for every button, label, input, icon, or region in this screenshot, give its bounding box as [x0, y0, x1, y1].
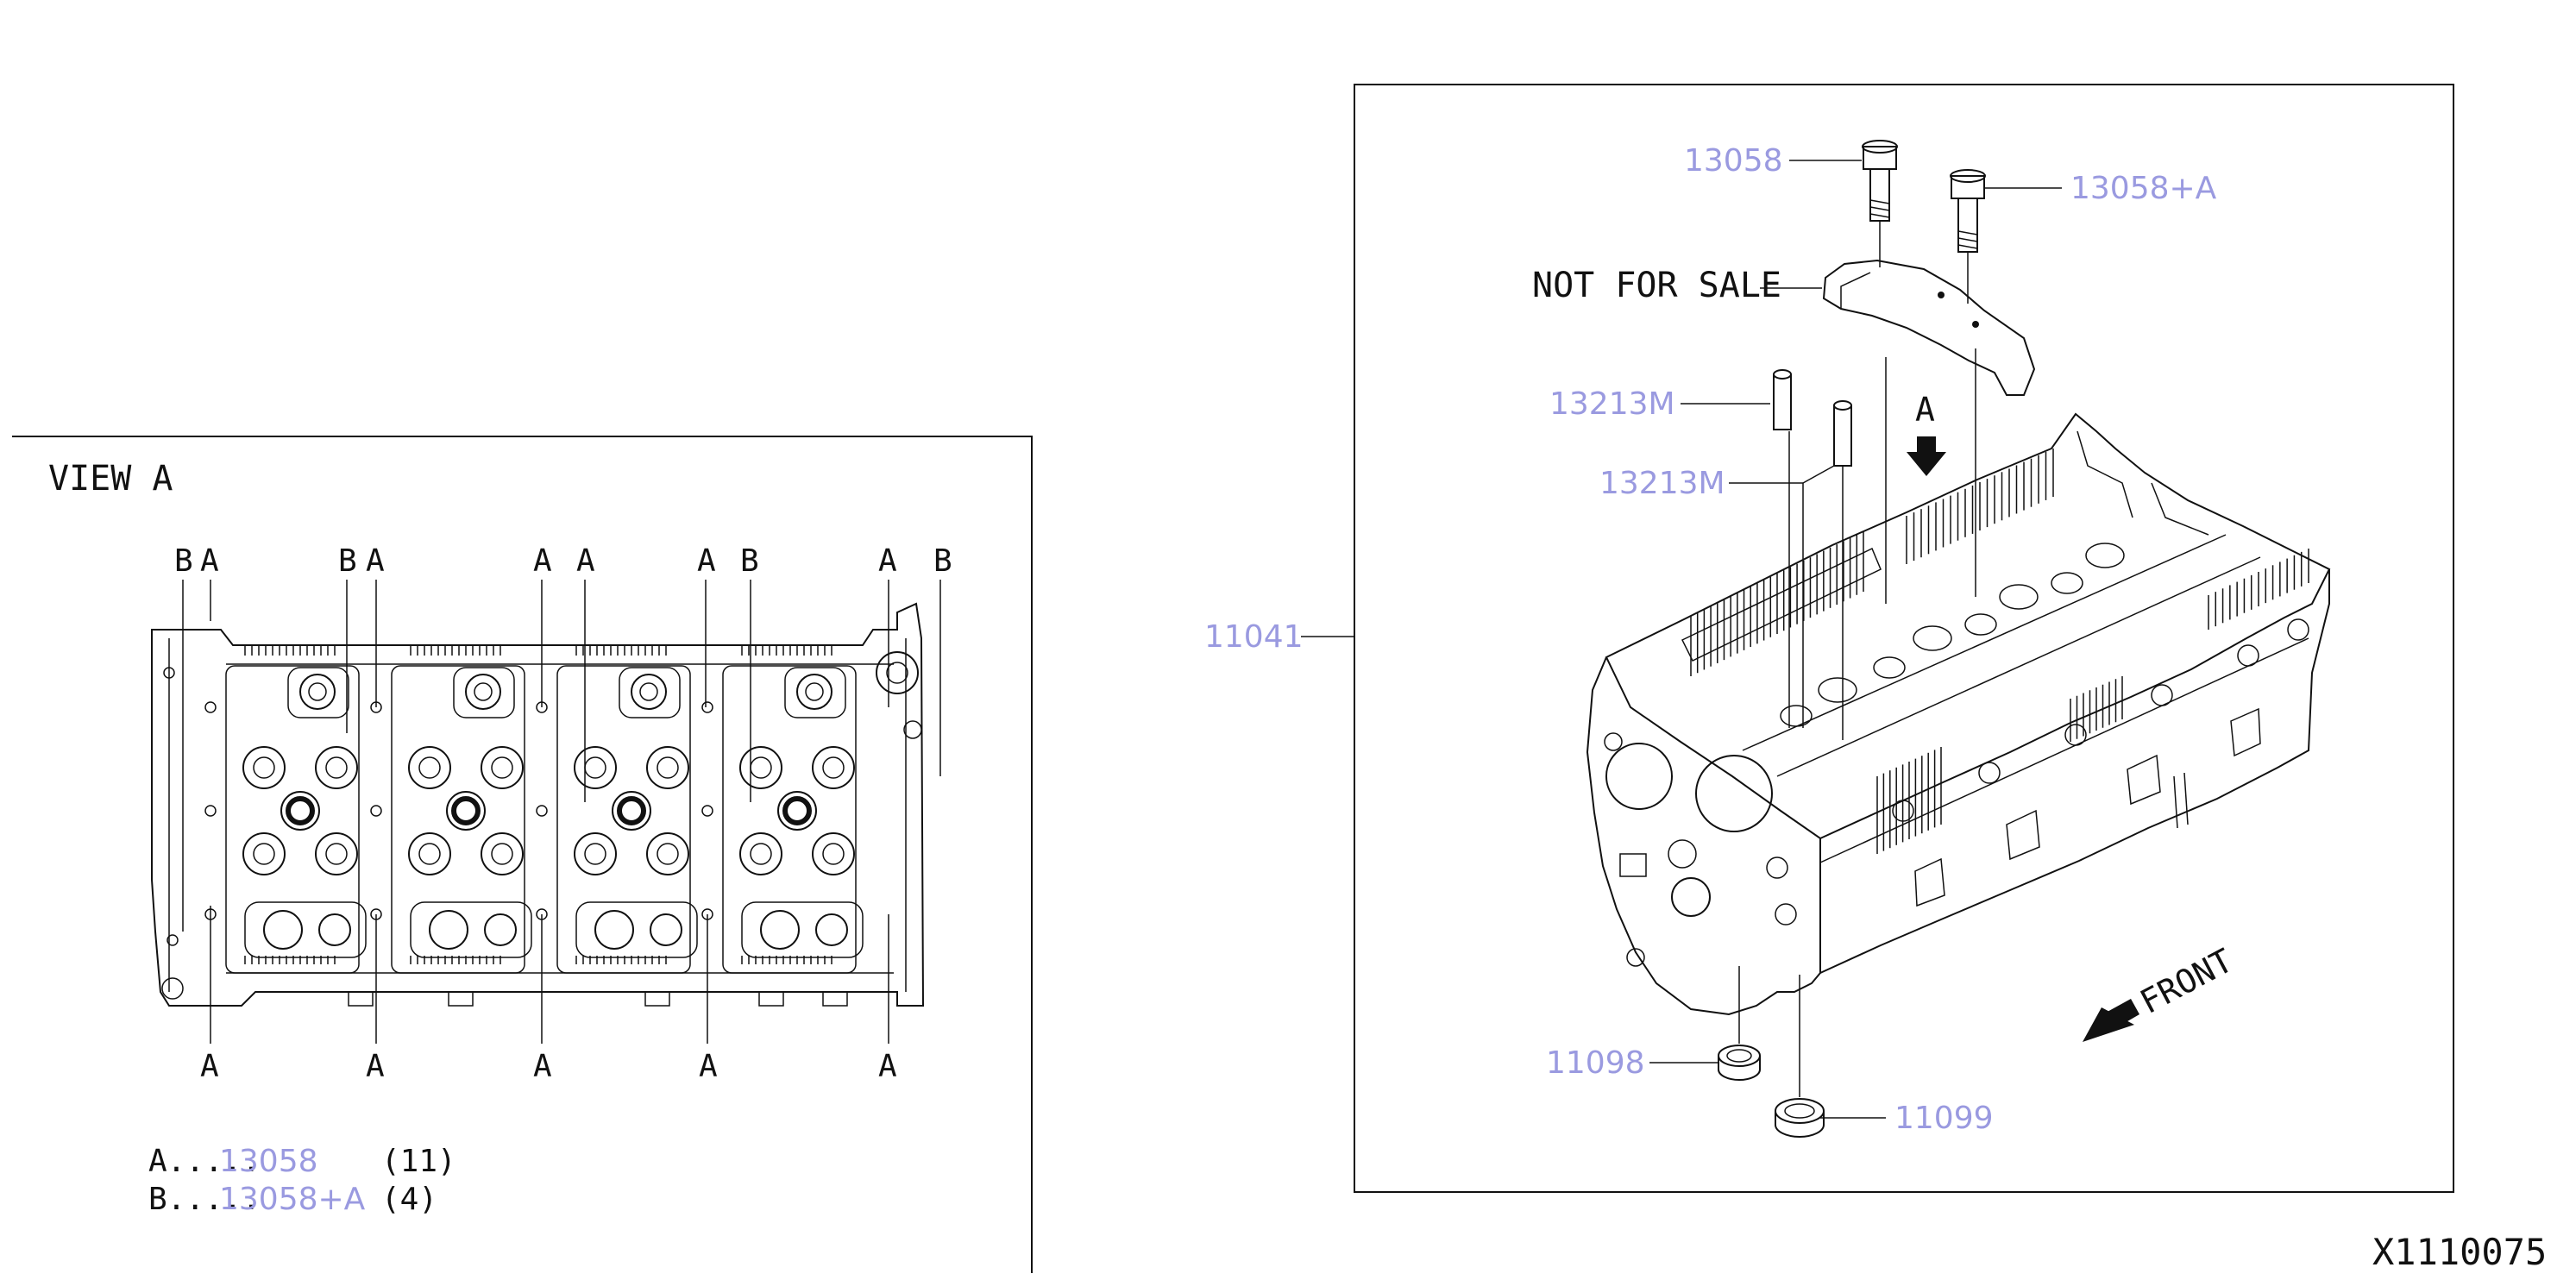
- bolt-13058-a: 13058+A: [1950, 169, 2217, 253]
- bolt-13058: 13058: [1684, 140, 1898, 222]
- view-a-bottom-labels: A A A A A: [200, 1049, 897, 1084]
- top-label-6: A: [576, 543, 595, 579]
- callout-11098: 11098: [1546, 1045, 1645, 1081]
- cylinder-cell-1: [204, 645, 367, 974]
- view-a-frame: [12, 436, 1033, 1273]
- bottom-label-1: A: [200, 1049, 219, 1084]
- top-label-10: B: [933, 543, 952, 579]
- view-a-title: VIEW A: [48, 459, 173, 499]
- top-label-5: A: [533, 543, 552, 579]
- callout-13213m-upper: 13213M: [1549, 386, 1675, 422]
- view-a-panel: VIEW A B A B A A A A B A B: [12, 436, 1033, 1273]
- seal-11098: 11098: [1546, 966, 1761, 1081]
- cylinder-cells: [204, 645, 922, 974]
- callout-13058-a: 13058+A: [2070, 171, 2217, 206]
- callout-11041: 11041: [1204, 619, 1304, 655]
- front-arrow-icon: [2083, 999, 2139, 1042]
- view-a-legend: A..... 13058 (11) B..... 13058+A (4): [148, 1144, 456, 1217]
- seal-11099: 11099: [1775, 975, 1994, 1138]
- legend-key-b: B.....: [148, 1182, 261, 1217]
- top-label-7: A: [697, 543, 716, 579]
- bracket: NOT FOR SALE: [1532, 259, 2036, 396]
- assembly-panel: 11041 13058 13058+A NOT FOR SALE: [1204, 84, 2454, 1193]
- pin-13213m-lower: 13213M: [1599, 400, 1852, 501]
- legend-qty-b: (4): [381, 1182, 437, 1217]
- arrow-label-a: A: [1915, 391, 1935, 429]
- pin-13213m-upper: 13213M: [1549, 369, 1792, 430]
- callout-13213m-lower: 13213M: [1599, 466, 1725, 501]
- cylinder-cell-3: [536, 645, 698, 974]
- legend-qty-a: (11): [381, 1144, 456, 1179]
- bottom-label-4: A: [699, 1049, 718, 1084]
- down-arrow-icon: [1907, 436, 1946, 476]
- legend-part-a: 13058: [219, 1144, 318, 1179]
- top-label-1: B: [174, 543, 193, 579]
- assembly-frame: [1354, 84, 2454, 1193]
- front-label: FRONT: [2134, 941, 2240, 1021]
- figure-id: X1110075: [2372, 1231, 2547, 1273]
- callout-13058: 13058: [1684, 143, 1783, 179]
- view-a-bottom-leaders: [210, 906, 889, 1044]
- bottom-label-3: A: [533, 1049, 552, 1084]
- top-label-9: A: [878, 543, 897, 579]
- not-for-sale-label: NOT FOR SALE: [1532, 266, 1781, 305]
- bolt-leaders: [1879, 221, 1969, 304]
- bottom-label-5: A: [878, 1049, 897, 1084]
- view-a-top-labels: B A B A A A A B A B: [174, 543, 952, 579]
- legend-part-b: 13058+A: [219, 1182, 366, 1217]
- top-label-3: B: [338, 543, 357, 579]
- bottom-label-2: A: [366, 1049, 385, 1084]
- head-hatching: [1690, 449, 2309, 854]
- assembly-leaders: [1788, 348, 1976, 740]
- view-a-arrow: A: [1907, 391, 1946, 476]
- head-isometric: [1586, 412, 2331, 1016]
- cylinder-cell-2: [370, 645, 532, 974]
- front-indicator: FRONT: [2083, 941, 2239, 1042]
- view-a-top-leaders: [182, 580, 941, 932]
- top-label-8: B: [740, 543, 759, 579]
- top-label-4: A: [366, 543, 385, 579]
- legend-key-a: A.....: [148, 1144, 261, 1179]
- top-label-2: A: [200, 543, 219, 579]
- cylinder-cell-4: [701, 645, 864, 974]
- callout-11099: 11099: [1894, 1101, 1994, 1136]
